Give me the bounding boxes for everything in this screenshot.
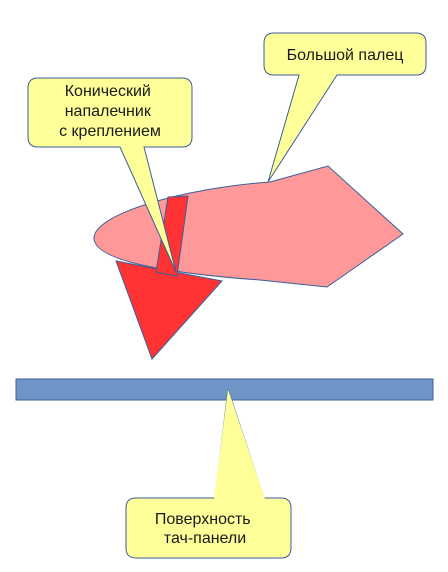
callout-tip-line: напалечник [65,103,152,120]
callout-surface-line: Поверхность [155,511,251,528]
touch-panel-surface [15,378,434,401]
callout-tip-label: Конический напалечник с креплением [59,83,161,140]
callout-thumb-line: Большой палец [287,47,404,64]
stylus-strap [155,195,189,277]
callout-tip-line: с креплением [59,123,161,140]
callout-thumb [263,32,427,183]
callout-tip [27,77,193,273]
callout-tip-line: Конический [65,83,151,100]
callout-thumb-label: Большой палец [287,47,404,64]
callout-surface-label: Поверхность тач-панели [155,511,255,547]
conical-stylus-tip [115,260,223,360]
callout-surface-pointer [214,389,265,499]
callout-surface-line: тач-панели [164,530,246,547]
